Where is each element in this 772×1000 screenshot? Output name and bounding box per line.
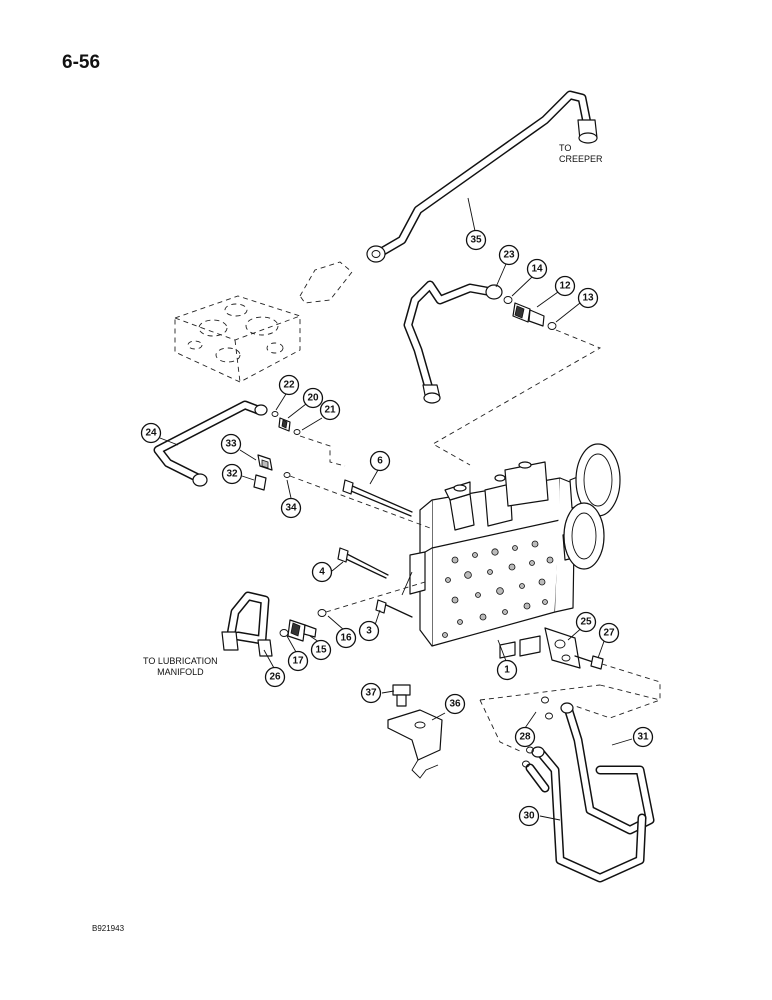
svg-text:31: 31 bbox=[637, 732, 649, 743]
svg-text:17: 17 bbox=[292, 656, 304, 667]
o-rings-28 bbox=[522, 696, 553, 768]
svg-text:25: 25 bbox=[580, 617, 592, 628]
figure-code: B921943 bbox=[92, 924, 125, 933]
callout-34: 34 bbox=[280, 497, 302, 519]
callout-12: 12 bbox=[554, 275, 576, 297]
callout-37: 37 bbox=[360, 682, 382, 704]
note-to-creeper-line-2: CREEPER bbox=[559, 154, 603, 164]
fitting-group-12-14 bbox=[503, 296, 557, 330]
svg-text:35: 35 bbox=[470, 235, 482, 246]
control-valve-assembly-1 bbox=[401, 443, 621, 659]
svg-text:21: 21 bbox=[324, 405, 336, 416]
bracket-25 bbox=[544, 627, 604, 670]
callout-31: 31 bbox=[632, 726, 654, 748]
bolt-37 bbox=[392, 684, 411, 707]
pipe-31 bbox=[560, 702, 655, 835]
creeper-pipe-35 bbox=[366, 90, 598, 263]
pipe-23 bbox=[403, 280, 503, 404]
svg-text:12: 12 bbox=[559, 281, 571, 292]
svg-text:30: 30 bbox=[523, 811, 535, 822]
callout-17: 17 bbox=[287, 650, 309, 672]
svg-text:15: 15 bbox=[315, 645, 327, 656]
note-to-creeper-line-1: TO bbox=[559, 143, 572, 153]
callout-15: 15 bbox=[310, 639, 332, 661]
svg-text:1: 1 bbox=[504, 665, 510, 676]
note-to-creeper: TO CREEPER bbox=[559, 143, 603, 165]
pipe-26 bbox=[221, 591, 273, 657]
note-lube-line-2: MANIFOLD bbox=[157, 667, 204, 677]
callout-1: 1 bbox=[496, 659, 518, 681]
callout-21: 21 bbox=[319, 399, 341, 421]
callout-30: 30 bbox=[518, 805, 540, 827]
callout-36: 36 bbox=[444, 693, 466, 715]
callout-13: 13 bbox=[577, 287, 599, 309]
callout-26: 26 bbox=[264, 666, 286, 688]
svg-text:33: 33 bbox=[225, 439, 237, 450]
callout-28: 28 bbox=[514, 726, 536, 748]
svg-text:26: 26 bbox=[269, 672, 281, 683]
callout-32: 32 bbox=[221, 463, 243, 485]
svg-text:13: 13 bbox=[582, 293, 594, 304]
note-lube-line-1: TO LUBRICATION bbox=[143, 656, 218, 666]
callout-16: 16 bbox=[335, 627, 357, 649]
svg-text:27: 27 bbox=[603, 628, 615, 639]
page-number: 6-56 bbox=[62, 52, 101, 73]
svg-text:32: 32 bbox=[226, 469, 238, 480]
bolts-3-4-6 bbox=[337, 479, 413, 618]
assembly-guide-lines bbox=[289, 329, 661, 753]
callout-24: 24 bbox=[140, 422, 162, 444]
callout-23: 23 bbox=[498, 244, 520, 266]
callout-3: 3 bbox=[358, 620, 380, 642]
callout-14: 14 bbox=[526, 258, 548, 280]
svg-text:6: 6 bbox=[377, 456, 383, 467]
callout-25: 25 bbox=[575, 611, 597, 633]
note-to-lubrication-manifold: TO LUBRICATION MANIFOLD bbox=[143, 656, 218, 678]
fittings-20-21-22 bbox=[271, 411, 301, 435]
callout-20: 20 bbox=[302, 387, 324, 409]
callout-35: 35 bbox=[465, 229, 487, 251]
callout-22: 22 bbox=[278, 374, 300, 396]
pipe-24 bbox=[153, 400, 268, 487]
bracket-36 bbox=[387, 709, 443, 779]
fittings-15-16-17 bbox=[279, 609, 327, 642]
svg-text:16: 16 bbox=[340, 633, 352, 644]
callout-33: 33 bbox=[220, 433, 242, 455]
callout-4: 4 bbox=[311, 561, 333, 583]
callout-6: 6 bbox=[369, 450, 391, 472]
svg-text:20: 20 bbox=[307, 393, 319, 404]
svg-text:22: 22 bbox=[283, 380, 295, 391]
svg-text:4: 4 bbox=[319, 567, 325, 578]
svg-text:37: 37 bbox=[365, 688, 377, 699]
transmission-housing-phantom bbox=[174, 261, 353, 383]
svg-text:28: 28 bbox=[519, 732, 531, 743]
svg-text:3: 3 bbox=[366, 626, 372, 637]
svg-text:36: 36 bbox=[449, 699, 461, 710]
svg-text:23: 23 bbox=[503, 250, 515, 261]
svg-text:24: 24 bbox=[145, 428, 157, 439]
pipe-30 bbox=[525, 746, 647, 883]
svg-text:34: 34 bbox=[285, 503, 297, 514]
callout-leader-lines bbox=[159, 197, 633, 821]
fittings-32-33-34 bbox=[253, 454, 291, 491]
svg-text:14: 14 bbox=[531, 264, 543, 275]
callout-27: 27 bbox=[598, 622, 620, 644]
